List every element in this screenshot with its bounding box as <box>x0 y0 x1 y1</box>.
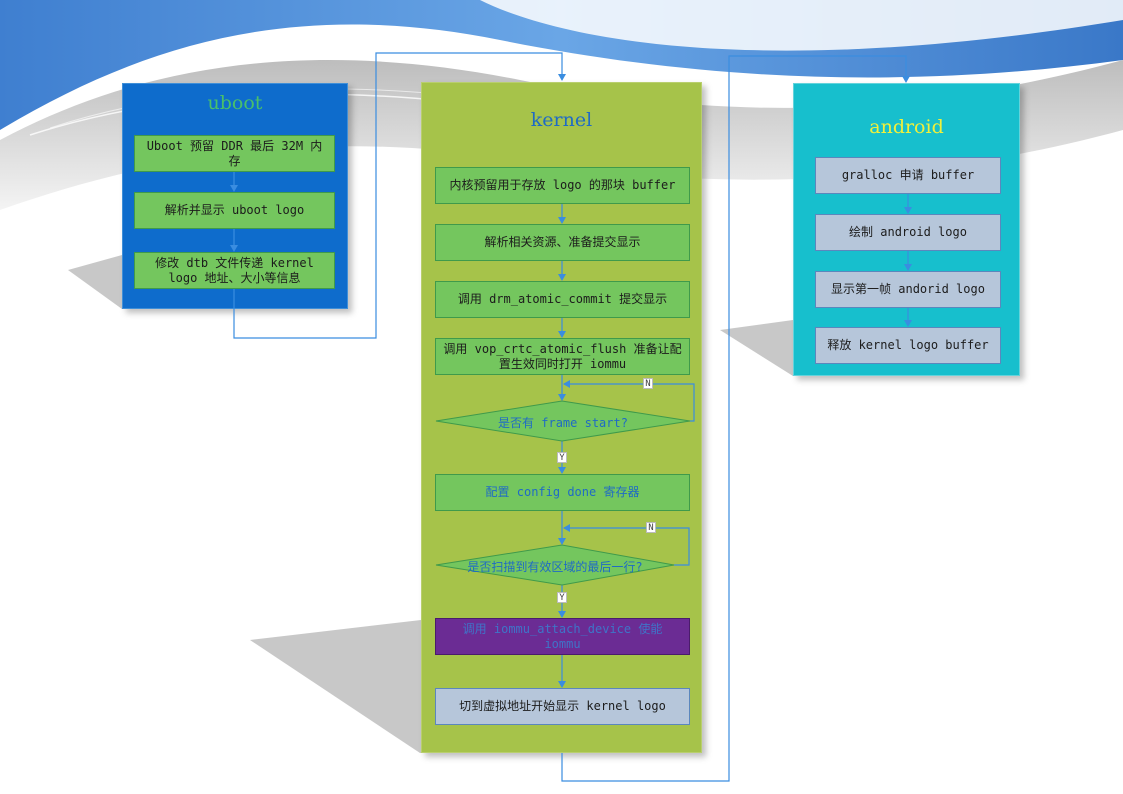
kernel-step-drm-atomic-commit: 调用 drm_atomic_commit 提交显示 <box>435 281 690 318</box>
decision-last-line-text: 是否扫描到有效区域的最后一行? <box>467 560 643 574</box>
uboot-step-modify-dtb: 修改 dtb 文件传递 kernel logo 地址、大小等信息 <box>134 252 335 289</box>
no-flag-1: N <box>643 378 653 389</box>
yes-flag-1: Y <box>557 452 567 463</box>
kernel-lane-title: kernel <box>530 109 593 131</box>
uboot-lane-title: uboot <box>207 92 263 114</box>
decision-frame-start-text: 是否有 frame start? <box>498 416 628 430</box>
kernel-step-reserve-buffer: 内核预留用于存放 logo 的那块 buffer <box>435 167 690 204</box>
kernel-step-vop-crtc-flush: 调用 vop_crtc_atomic_flush 准备让配置生效同时打开 iom… <box>435 338 690 375</box>
android-step-draw-logo: 绘制 android logo <box>815 214 1001 251</box>
kernel-step-config-done: 配置 config done 寄存器 <box>435 474 690 511</box>
android-step-release-buffer: 释放 kernel logo buffer <box>815 327 1001 364</box>
no-flag-2: N <box>646 522 656 533</box>
android-step-show-first-frame: 显示第一帧 andorid logo <box>815 271 1001 308</box>
android-lane-title: android <box>869 116 944 138</box>
uboot-step-reserve-ddr: Uboot 预留 DDR 最后 32M 内存 <box>134 135 335 172</box>
uboot-step-show-logo: 解析并显示 uboot logo <box>134 192 335 229</box>
kernel-step-iommu-attach: 调用 iommu_attach_device 使能 iommu <box>435 618 690 655</box>
yes-flag-2: Y <box>557 592 567 603</box>
kernel-step-switch-virtual: 切到虚拟地址开始显示 kernel logo <box>435 688 690 725</box>
kernel-step-parse-resources: 解析相关资源、准备提交显示 <box>435 224 690 261</box>
android-step-gralloc: gralloc 申请 buffer <box>815 157 1001 194</box>
